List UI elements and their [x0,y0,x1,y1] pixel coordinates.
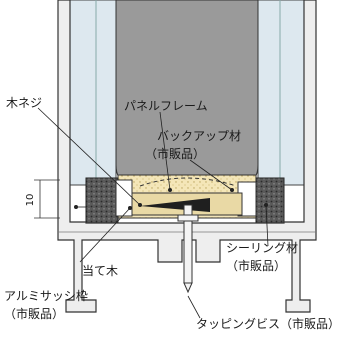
left-glass-band [69,0,117,186]
label-panel-frame: パネルフレーム [124,99,208,113]
aluminum-sash-frame [57,0,317,313]
label-backup-material: バックアップ材 [157,129,241,143]
label-aluminum-sash-frame-note: （市販品） [4,306,64,321]
label-backup-material-note: （市販品） [145,146,205,161]
sealing-left [85,177,119,224]
label-sealing-material: シーリング材 [226,241,298,255]
label-backing-wood: 当て木 [82,264,118,278]
label-sealing-material-note: （市販品） [226,258,286,273]
label-aluminum-sash-frame: アルミサッシ枠 [4,289,88,303]
label-tapping-screw: タッピングビス（市販品） [196,316,340,331]
sealing-right [255,177,285,224]
right-glass-band [257,0,305,186]
dimension-label: 10 [25,194,36,207]
label-wood-screw: 木ネジ [6,96,42,110]
